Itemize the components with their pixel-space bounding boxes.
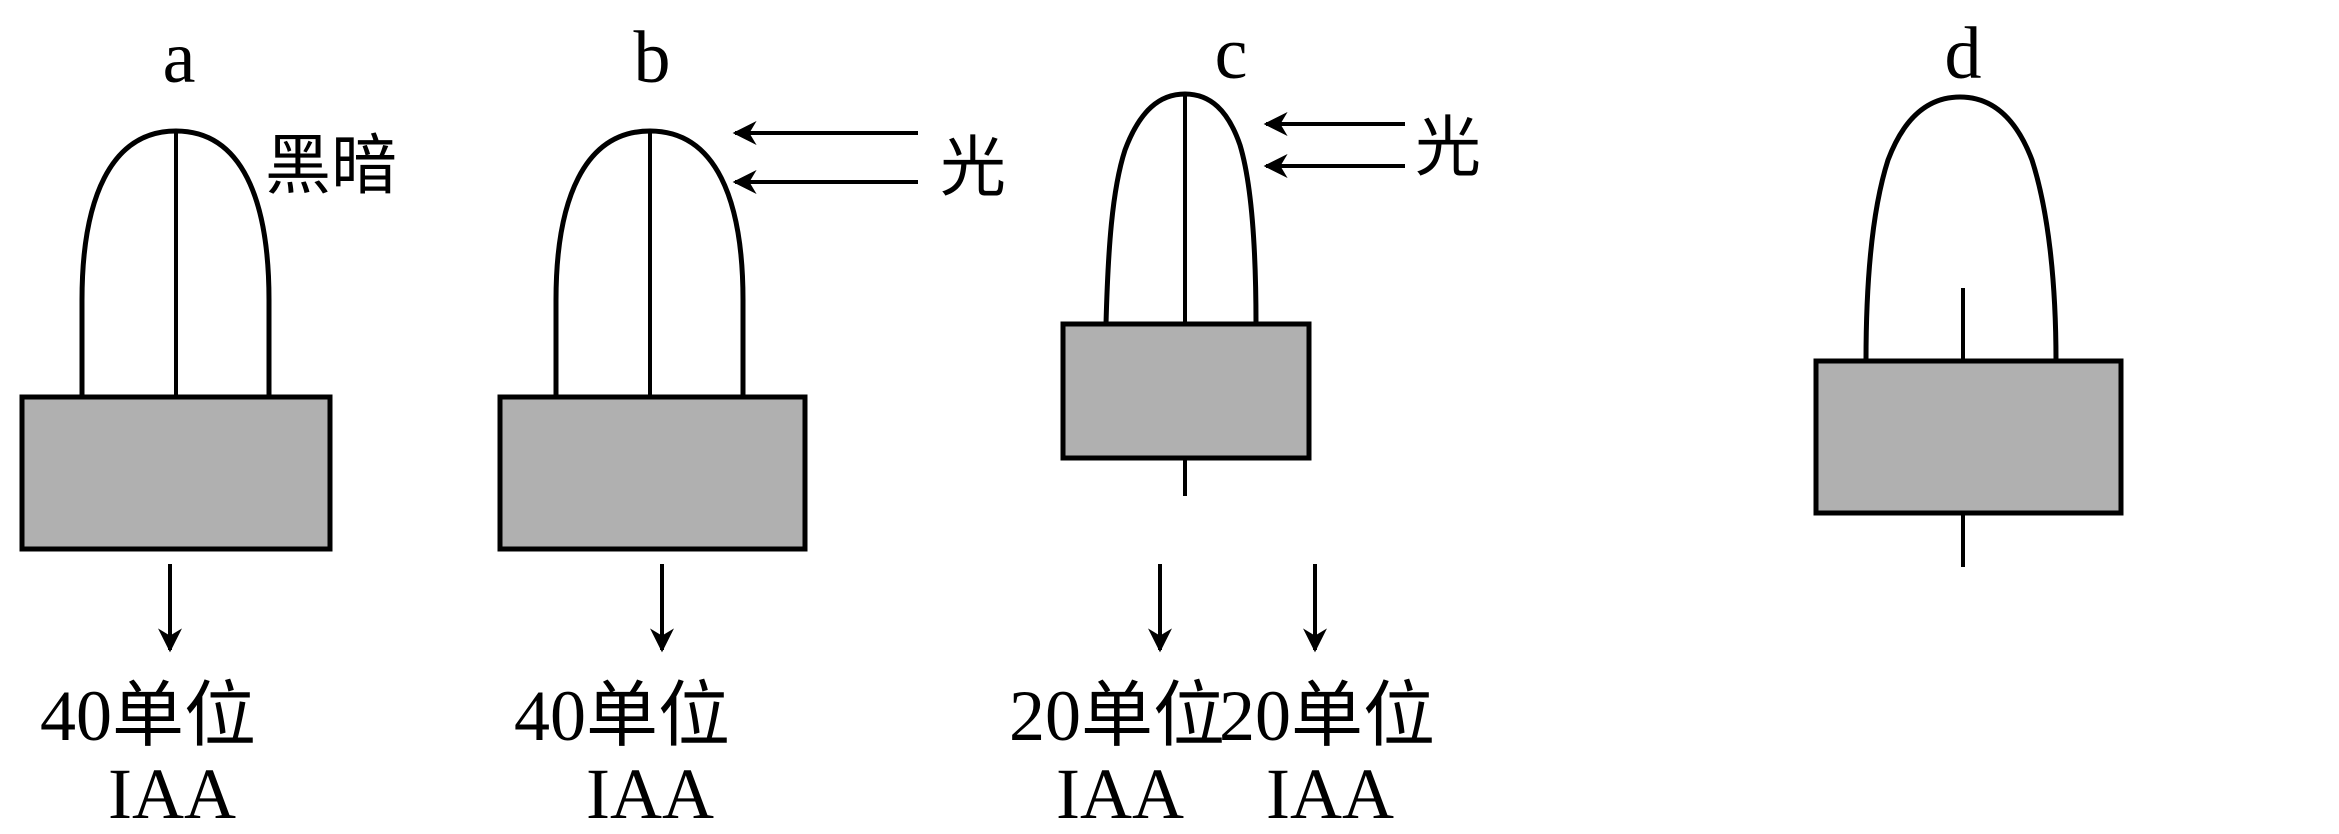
output-substance-a: IAA — [108, 754, 236, 834]
output-amount-c-right: 20单位 — [1219, 676, 1435, 756]
condition-label-b: 光 — [940, 129, 1006, 206]
output-amount-c-left: 20单位 — [1009, 676, 1225, 756]
agar-block-a — [19, 394, 333, 552]
output-substance-b: IAA — [586, 754, 714, 834]
output-substance-c-left: IAA — [1056, 754, 1184, 834]
output-substance-c-right: IAA — [1266, 754, 1394, 834]
coleoptile-tip-d — [1863, 94, 2059, 362]
panel-letter-c: c — [1215, 13, 1248, 95]
agar-block-b — [497, 394, 808, 552]
panel-c: c 光 20单位 IAA 20单位 IAA — [1009, 13, 1481, 834]
condition-label-c: 光 — [1415, 109, 1481, 186]
output-amount-a: 40单位 — [40, 676, 256, 756]
coleoptile-tip-c-outline — [1103, 91, 1259, 325]
agar-block-d — [1813, 358, 2124, 516]
panel-letter-a: a — [163, 17, 196, 99]
output-amount-b: 40单位 — [514, 676, 730, 756]
panel-letter-b: b — [634, 17, 671, 99]
condition-label-a: 黑暗 — [265, 127, 397, 204]
panel-d: d — [1813, 13, 2124, 567]
agar-block-c — [1060, 321, 1312, 461]
panel-b: b 光 40单位 IAA — [497, 17, 1006, 834]
panel-letter-d: d — [1945, 13, 1982, 95]
panel-a: a 黑暗 40单位 IAA — [19, 17, 397, 834]
